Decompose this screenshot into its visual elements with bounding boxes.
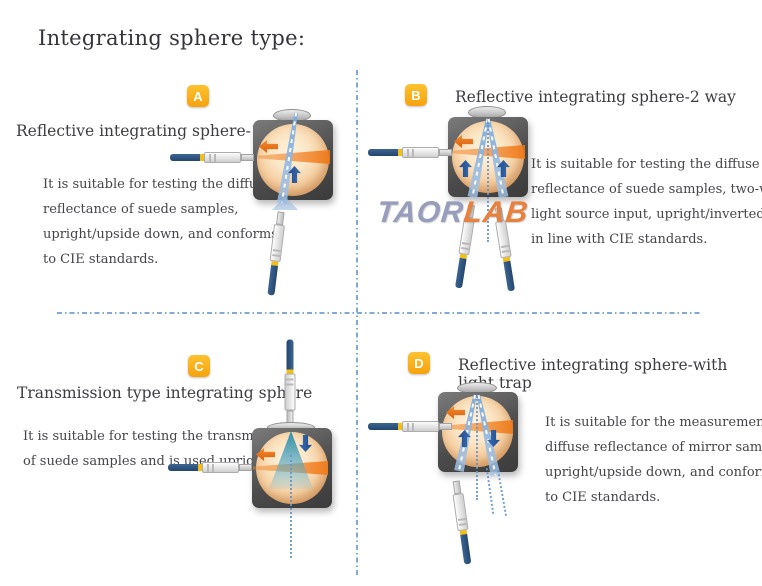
fiber-ferrule: [241, 154, 254, 161]
brand-watermark: TAORLAB: [375, 196, 530, 230]
fiber-optic-cable-top: [284, 339, 296, 424]
fiber-connector: [402, 147, 439, 158]
section-a-description: It is suitable for testing the diffuse r…: [43, 177, 278, 267]
fiber-ferrule: [439, 149, 452, 156]
fiber-optic-cable-left: [368, 421, 452, 432]
section-d-badge: D: [408, 352, 430, 374]
fiber-band: [200, 154, 204, 161]
beam-axis-dashline: [476, 396, 478, 500]
watermark-gray-part: TAOR: [375, 196, 466, 229]
fiber-cable: [454, 257, 467, 289]
section-a-badge: A: [187, 85, 209, 107]
fiber-ferrule: [276, 211, 285, 226]
section-d-heading: Reflective integrating sphere-with light…: [458, 356, 728, 392]
fiber-ferrule: [439, 423, 452, 430]
fiber-cable: [286, 339, 294, 370]
section-a-heading: Reflective integrating sphere-1 way: [16, 122, 297, 140]
fiber-band: [198, 464, 202, 471]
section-c-badge: C: [188, 355, 210, 377]
fiber-band: [398, 149, 402, 156]
fiber-ferrule: [452, 480, 462, 495]
beam-axis-dashline: [290, 455, 292, 558]
page-title: Integrating sphere type:: [38, 26, 306, 50]
section-b-badge: B: [405, 84, 427, 106]
fiber-connector: [402, 421, 439, 432]
fiber-cable: [168, 464, 198, 471]
section-b-description: It is suitable for testing the diffuse r…: [531, 157, 762, 247]
fiber-optic-cable-left: [168, 462, 252, 473]
fiber-cable: [368, 149, 398, 156]
fiber-cable: [503, 260, 516, 292]
fiber-connector: [452, 493, 469, 532]
fiber-connector: [202, 462, 239, 473]
fiber-cable: [368, 423, 398, 430]
vertical-divider: [356, 70, 358, 575]
fiber-cable: [267, 264, 279, 296]
fiber-connector: [284, 373, 296, 411]
fiber-cable: [170, 154, 200, 161]
section-d-description: It is suitable for the measurement of di…: [545, 415, 762, 505]
fiber-cable: [460, 533, 472, 565]
light-trap-dashline: [497, 470, 507, 516]
fiber-connector: [204, 152, 241, 163]
beam-axis-dashline: [487, 122, 489, 242]
watermark-orange-part: LAB: [462, 196, 531, 229]
fiber-optic-cable-bottom: [451, 480, 474, 565]
section-c-heading: Transmission type integrating sphere: [17, 384, 313, 402]
fiber-ferrule: [239, 464, 252, 471]
fiber-optic-cable-left: [170, 152, 254, 163]
section-b-heading: Reflective integrating sphere-2 way: [455, 88, 736, 106]
fiber-band: [398, 423, 402, 430]
horizontal-divider: [57, 312, 700, 314]
fiber-optic-cable-left: [368, 147, 452, 158]
